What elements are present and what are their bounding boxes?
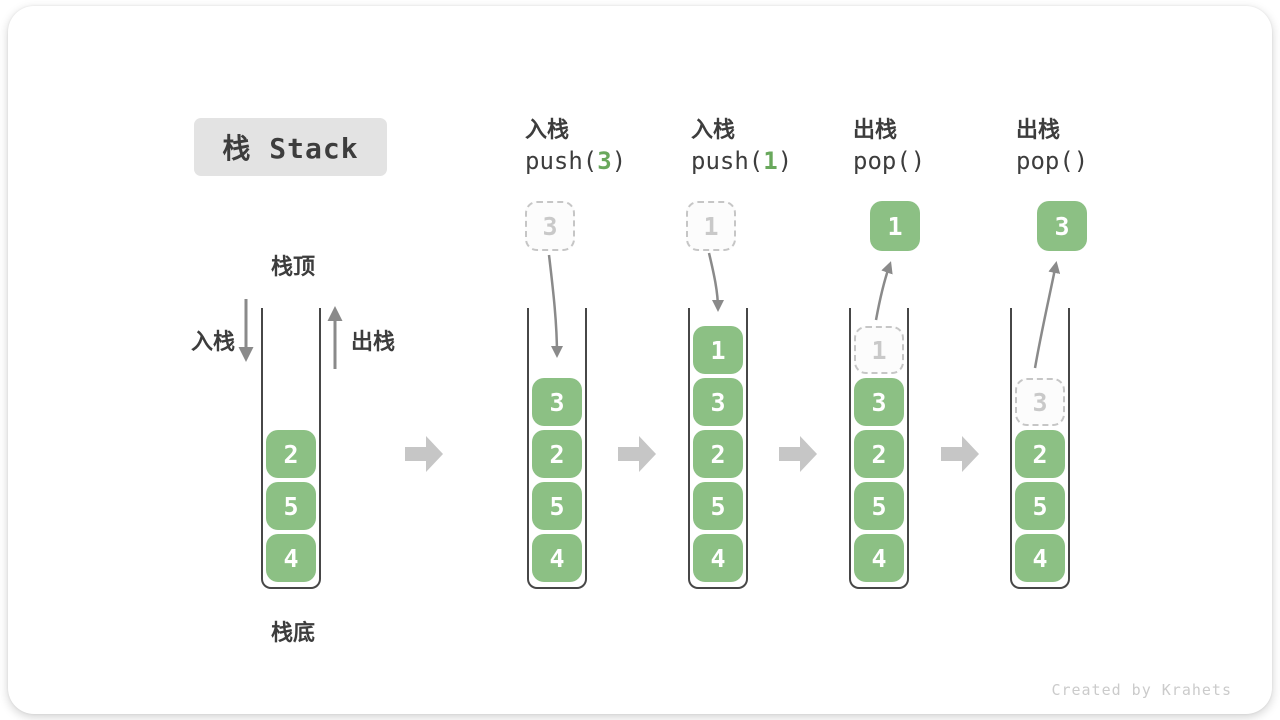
stack-item: 2 (854, 430, 904, 478)
stack-item: 4 (1015, 534, 1065, 582)
step-arrow-icon (941, 436, 979, 472)
op3-code: pop() (853, 147, 925, 175)
op4-name: 出栈 (1016, 118, 1061, 143)
op2-code-arg: 1 (763, 147, 778, 175)
stack-item: 2 (693, 430, 743, 478)
op4-code-pre: pop( (1016, 147, 1074, 175)
stack-item: 5 (854, 482, 904, 530)
op1-code-pre: push( (525, 147, 598, 175)
op2-name: 入栈 (691, 118, 736, 143)
popped-slot-ghost: 3 (1015, 378, 1065, 426)
stack-item: 3 (693, 378, 743, 426)
push-1-arrow-icon (707, 252, 724, 312)
popped-value-box-1: 1 (870, 201, 920, 251)
stack-container-after-push-1 (688, 308, 748, 589)
stack-item: 4 (532, 534, 582, 582)
op1-code: push(3) (525, 147, 626, 175)
stack-item: 4 (266, 534, 316, 582)
stack-item: 5 (532, 482, 582, 530)
stack-item: 5 (693, 482, 743, 530)
incoming-value-box-3: 3 (525, 201, 575, 251)
diagram-panel: 栈 Stack 栈顶 栈底 入栈 出栈 入栈 push(3) 入栈 push(1… (8, 6, 1272, 714)
incoming-value-box-1: 1 (686, 201, 736, 251)
stack-container-initial (261, 308, 321, 589)
popped-slot-ghost: 1 (854, 326, 904, 374)
stack-item: 4 (693, 534, 743, 582)
stack-top-label: 栈顶 (270, 255, 315, 280)
watermark: Created by Krahets (1051, 681, 1232, 699)
stack-container-after-push-3 (527, 308, 587, 589)
step-arrow-icon (618, 436, 656, 472)
stack-item: 4 (854, 534, 904, 582)
stack-item: 5 (1015, 482, 1065, 530)
op3-code-post: ) (910, 147, 926, 175)
stack-item: 5 (266, 482, 316, 530)
arrows-layer (238, 252, 1061, 472)
stack-item: 1 (693, 326, 743, 374)
op2-code: push(1) (691, 147, 792, 175)
stack-item: 3 (532, 378, 582, 426)
op4-code-post: ) (1073, 147, 1089, 175)
stack-item: 2 (1015, 430, 1065, 478)
op2-code-pre: push( (691, 147, 764, 175)
stack-item: 3 (854, 378, 904, 426)
op1-code-post: ) (611, 147, 627, 175)
op1-code-arg: 3 (597, 147, 612, 175)
stack-item: 2 (266, 430, 316, 478)
stack-item: 2 (532, 430, 582, 478)
stack-container-after-pop-3 (1010, 308, 1070, 589)
op3-code-pre: pop( (853, 147, 911, 175)
title-badge: 栈 Stack (194, 118, 387, 176)
push-direction-label: 入栈 (190, 330, 235, 355)
op1-name: 入栈 (525, 118, 570, 143)
op3-name: 出栈 (853, 118, 898, 143)
op2-code-post: ) (777, 147, 793, 175)
step-arrow-icon (779, 436, 817, 472)
stack-container-after-pop-1 (849, 308, 909, 589)
popped-value-box-3: 3 (1037, 201, 1087, 251)
op4-code: pop() (1016, 147, 1088, 175)
step-arrow-icon (405, 436, 443, 472)
pop-direction-label: 出栈 (350, 330, 395, 355)
stack-bottom-label: 栈底 (270, 621, 315, 646)
